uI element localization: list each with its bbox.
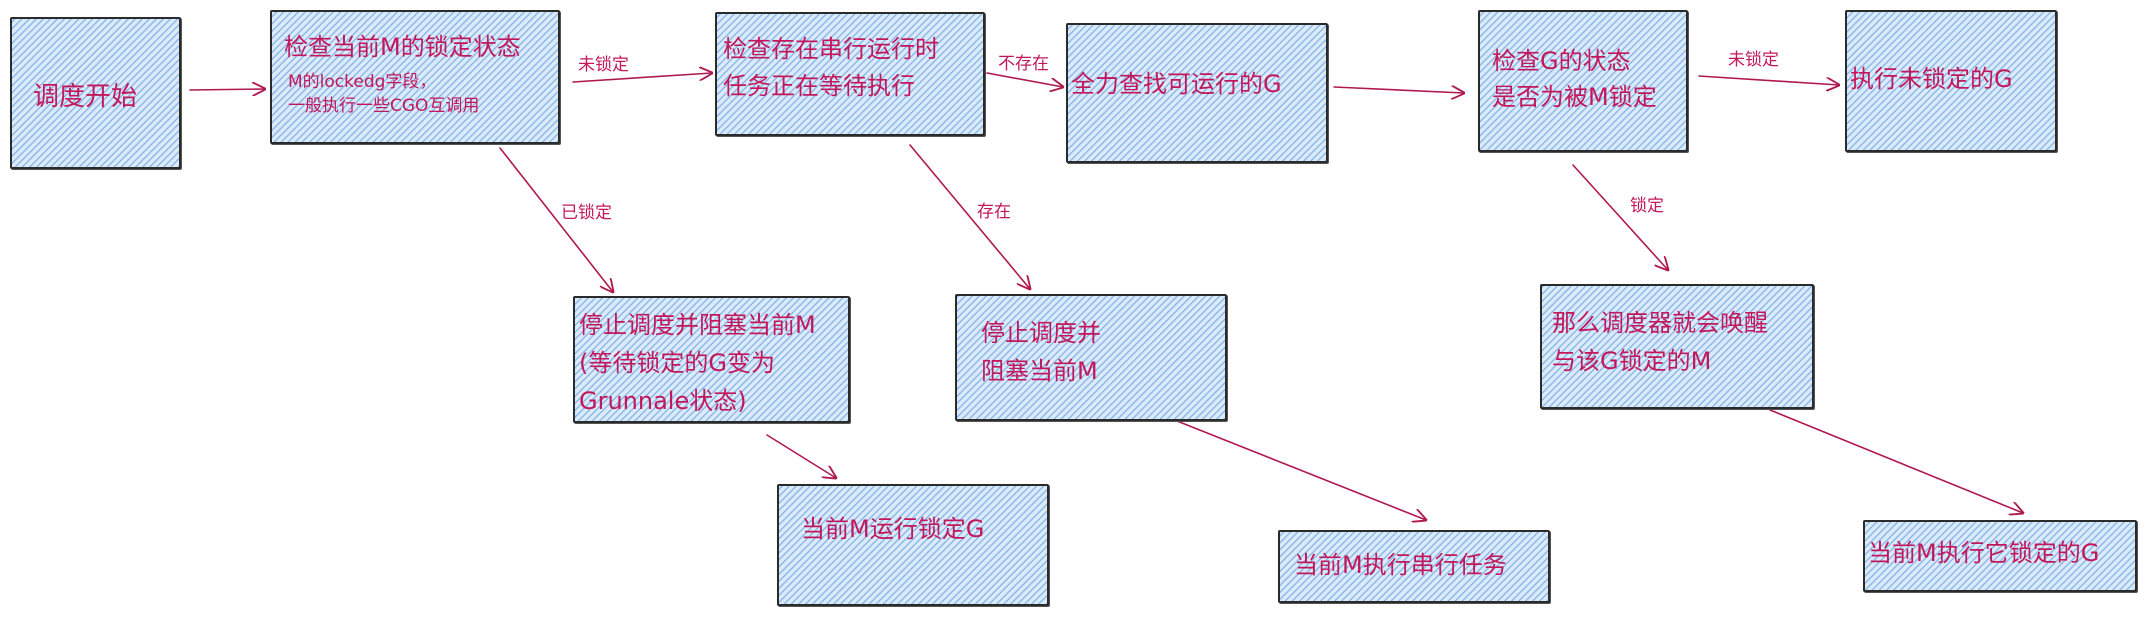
node-stop-block: 停止调度并 阻塞当前M <box>955 294 1227 421</box>
node-stop-block-wait: 停止调度并阻塞当前M (等待锁定的G变为 Grunnale状态) <box>573 296 850 423</box>
node-stop-block-line2: 阻塞当前M <box>981 357 1098 385</box>
node-run-its-locked-label: 当前M执行它锁定的G <box>1868 539 2100 567</box>
node-check-serial-line2: 任务正在等待执行 <box>723 72 915 100</box>
edge-check-g-to-wake-m <box>1572 164 1668 270</box>
node-stop-block-wait-line1: 停止调度并阻塞当前M <box>579 311 816 339</box>
edge-check-lock-to-stop-block-wait <box>499 147 613 292</box>
node-stop-block-wait-line2: (等待锁定的G变为 <box>579 349 775 377</box>
node-wake-m: 那么调度器就会唤醒 与该G锁定的M <box>1540 284 1814 409</box>
node-check-g: 检查G的状态 是否为被M锁定 <box>1478 10 1688 152</box>
node-check-lock-note2: 一般执行一些CGO互调用 <box>288 96 480 116</box>
edge-check-g-to-run-unlocked <box>1698 75 1839 85</box>
node-start: 调度开始 <box>10 17 181 169</box>
edge-stop-block-to-run-serial <box>1176 420 1426 520</box>
edge-label-unlocked: 未锁定 <box>578 55 629 75</box>
edge-check-serial-to-stop-block <box>909 144 1030 289</box>
node-find-g: 全力查找可运行的G <box>1066 23 1328 163</box>
node-run-locked-g: 当前M运行锁定G <box>777 484 1049 606</box>
node-run-unlocked-label: 执行未锁定的G <box>1850 65 2013 93</box>
edge-label-g-locked: 锁定 <box>1630 196 1664 216</box>
edge-wake-m-to-run-its-locked <box>1769 409 2023 513</box>
node-start-label: 调度开始 <box>33 82 138 112</box>
node-check-g-line2: 是否为被M锁定 <box>1492 83 1657 111</box>
node-check-lock: 检查当前M的锁定状态 M的lockedg字段， 一般执行一些CGO互调用 <box>270 10 560 144</box>
edge-check-lock-to-check-serial <box>572 73 712 83</box>
node-check-serial-line1: 检查存在串行运行时 <box>723 35 939 63</box>
edge-label-not-exist: 不存在 <box>998 54 1049 74</box>
edge-check-serial-to-find-g <box>986 72 1063 87</box>
edge-find-g-to-check-g <box>1333 87 1464 93</box>
edge-start-to-check-lock <box>189 89 265 90</box>
node-run-its-locked: 当前M执行它锁定的G <box>1863 520 2137 592</box>
node-check-g-line1: 检查G的状态 <box>1492 47 1631 75</box>
node-run-unlocked: 执行未锁定的G <box>1845 10 2057 152</box>
edge-label-locked: 已锁定 <box>561 203 612 223</box>
edge-label-g-unlocked: 未锁定 <box>1728 50 1779 70</box>
node-check-serial: 检查存在串行运行时 任务正在等待执行 <box>715 12 985 136</box>
edge-label-exist: 存在 <box>977 202 1011 222</box>
node-run-serial: 当前M执行串行任务 <box>1278 530 1550 603</box>
node-check-lock-label: 检查当前M的锁定状态 <box>284 33 521 61</box>
node-stop-block-line1: 停止调度并 <box>981 319 1101 347</box>
edge-stop-block-wait-to-run-locked-g <box>766 434 836 478</box>
node-wake-m-line1: 那么调度器就会唤醒 <box>1552 309 1768 337</box>
node-run-serial-label: 当前M执行串行任务 <box>1294 551 1507 579</box>
node-wake-m-line2: 与该G锁定的M <box>1552 347 1712 375</box>
node-find-g-label: 全力查找可运行的G <box>1071 70 1282 98</box>
node-stop-block-wait-line3: Grunnale状态) <box>579 387 747 415</box>
node-run-locked-g-label: 当前M运行锁定G <box>801 515 985 543</box>
node-check-lock-note1: M的lockedg字段， <box>288 72 437 92</box>
